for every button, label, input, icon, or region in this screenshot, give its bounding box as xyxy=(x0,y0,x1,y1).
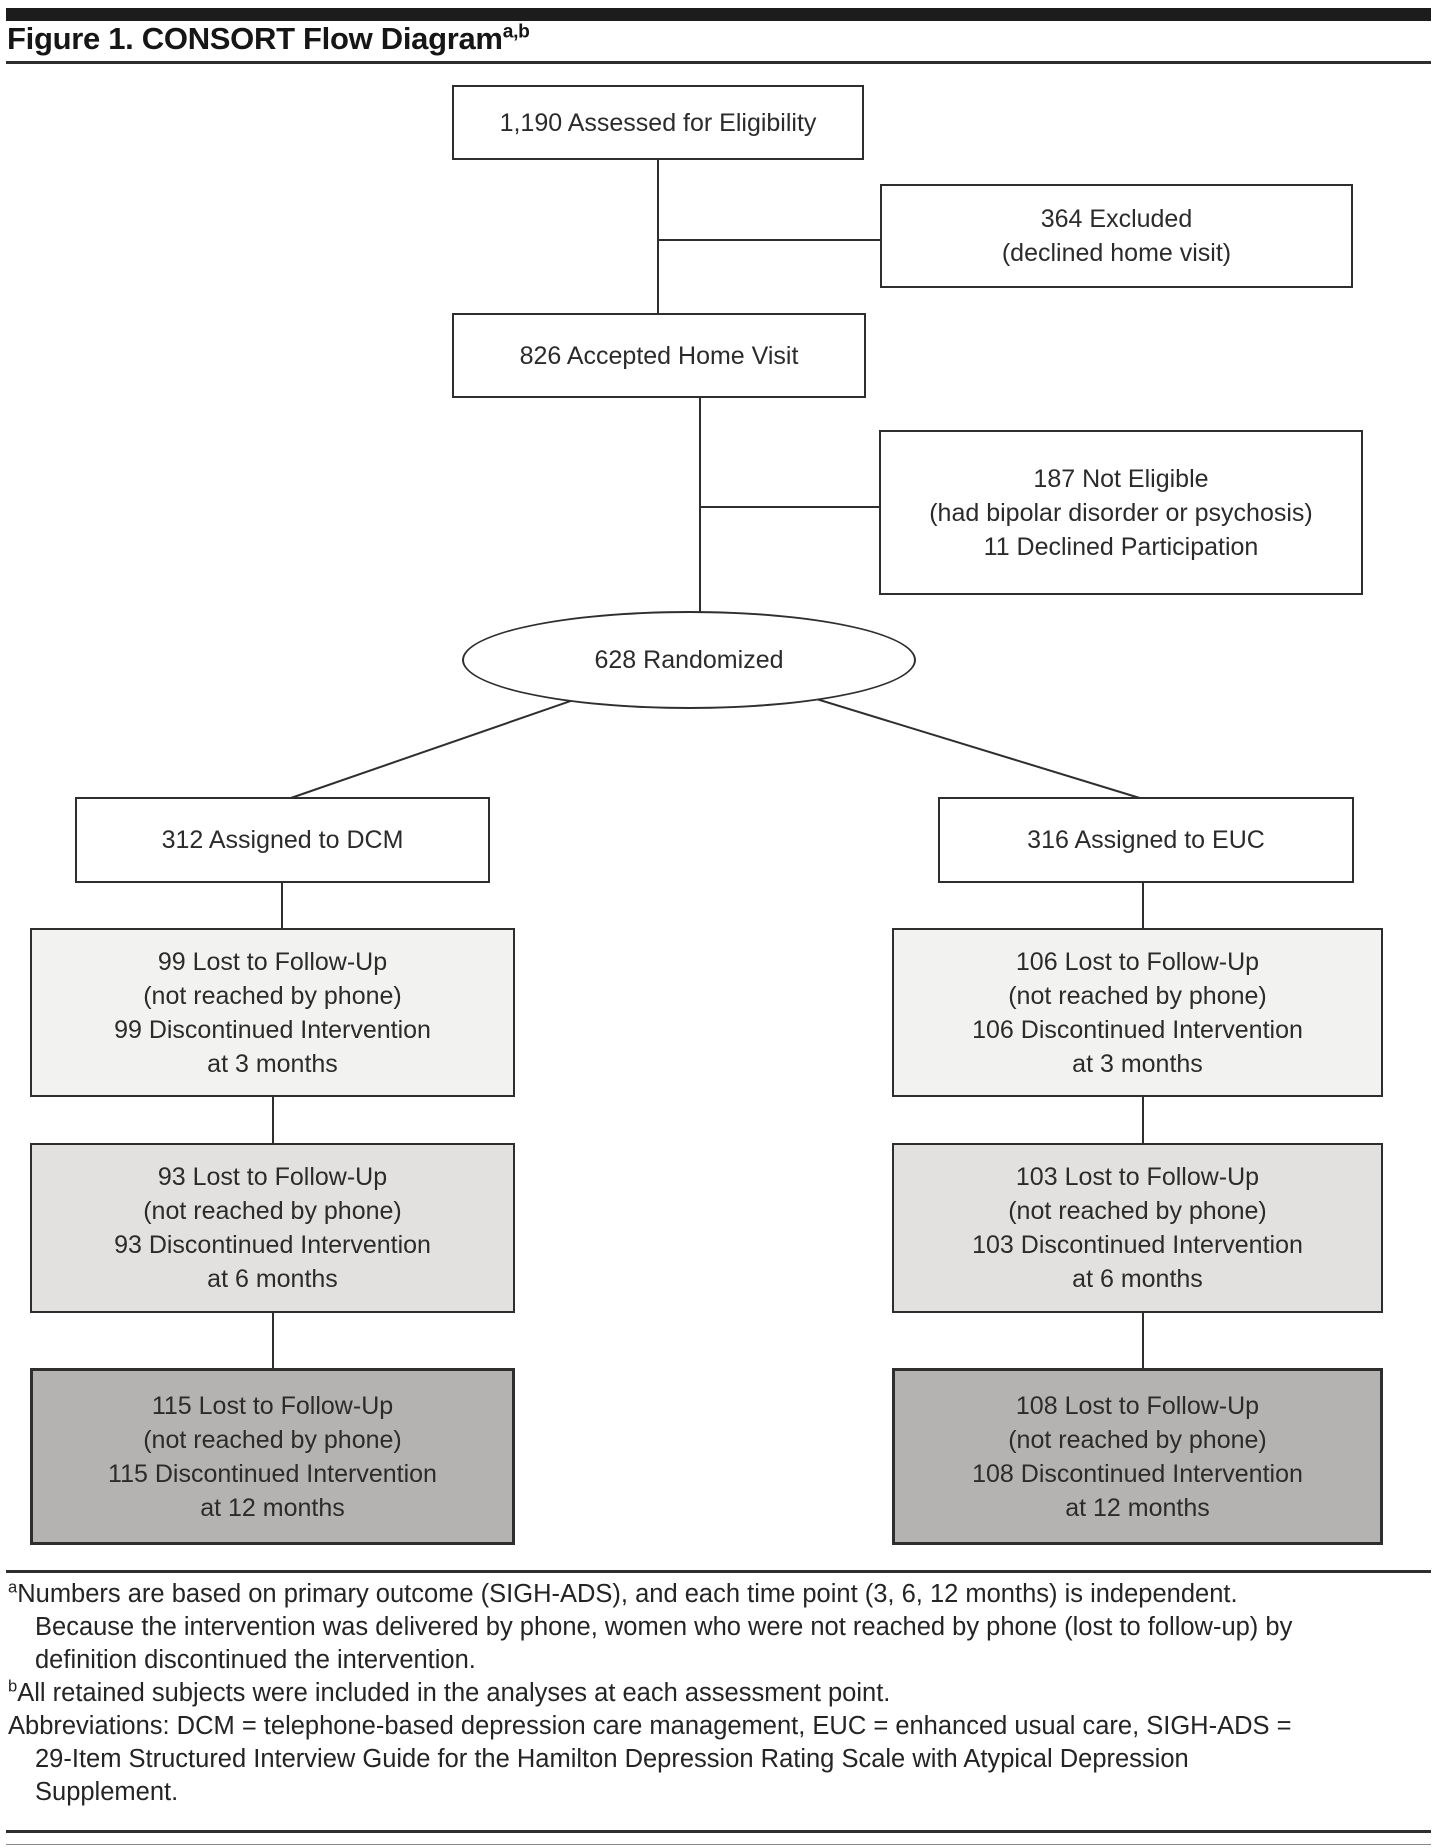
accepted-home-visit-box: 826 Accepted Home Visit xyxy=(452,313,866,398)
randomized-ellipse: 628 Randomized xyxy=(462,611,916,709)
footnote-a: aNumbers are based on primary outcome (S… xyxy=(8,1578,1313,1677)
bottom-thin-rule xyxy=(6,1844,1431,1845)
assessed-eligibility-box: 1,190 Assessed for Eligibility xyxy=(452,85,864,160)
footnote-b-marker: b xyxy=(8,1676,18,1696)
euc-6month-box: 103 Lost to Follow-Up (not reached by ph… xyxy=(892,1143,1383,1313)
dcm-assigned-box: 312 Assigned to DCM xyxy=(75,797,490,883)
footnote-a-marker: a xyxy=(8,1577,18,1597)
footnote-a-text: Numbers are based on primary outcome (SI… xyxy=(17,1580,1293,1674)
assessed-eligibility-text: 1,190 Assessed for Eligibility xyxy=(499,108,817,137)
euc-3month-box: 106 Lost to Follow-Up (not reached by ph… xyxy=(892,928,1383,1097)
excluded-text: 364 Excluded (declined home visit) xyxy=(1001,205,1232,267)
not-eligible-text: 187 Not Eligible (had bipolar disorder o… xyxy=(929,464,1313,561)
footnote-abbreviations: Abbreviations: DCM = telephone-based dep… xyxy=(8,1710,1313,1809)
euc-6month-text: 103 Lost to Follow-Up (not reached by ph… xyxy=(972,1163,1303,1293)
euc-assigned-text: 316 Assigned to EUC xyxy=(1027,826,1265,854)
dcm-12month-box: 115 Lost to Follow-Up (not reached by ph… xyxy=(30,1368,515,1545)
accepted-home-visit-text: 826 Accepted Home Visit xyxy=(519,341,799,370)
dcm-3month-text: 99 Lost to Follow-Up (not reached by pho… xyxy=(114,947,431,1078)
dcm-3month-box: 99 Lost to Follow-Up (not reached by pho… xyxy=(30,928,515,1097)
figure-title-text: Figure 1. CONSORT Flow Diagram xyxy=(7,21,503,56)
bottom-rule xyxy=(6,1830,1431,1833)
euc-12month-box: 108 Lost to Follow-Up (not reached by ph… xyxy=(892,1368,1383,1545)
dcm-6month-text: 93 Lost to Follow-Up (not reached by pho… xyxy=(114,1163,431,1293)
title-underline xyxy=(6,61,1431,64)
footnotes-section: aNumbers are based on primary outcome (S… xyxy=(8,1578,1313,1809)
euc-assigned-box: 316 Assigned to EUC xyxy=(938,797,1354,883)
footnote-b: bAll retained subjects were included in … xyxy=(8,1677,1313,1710)
figure-title: Figure 1. CONSORT Flow Diagrama,b xyxy=(7,21,530,57)
footnote-top-rule xyxy=(6,1570,1431,1573)
excluded-box: 364 Excluded (declined home visit) xyxy=(880,184,1353,288)
dcm-6month-box: 93 Lost to Follow-Up (not reached by pho… xyxy=(30,1143,515,1313)
dcm-assigned-text: 312 Assigned to DCM xyxy=(161,826,404,854)
dcm-12month-text: 115 Lost to Follow-Up (not reached by ph… xyxy=(108,1391,437,1522)
euc-3month-text: 106 Lost to Follow-Up (not reached by ph… xyxy=(972,947,1303,1078)
top-rule-bar xyxy=(6,8,1431,21)
footnote-b-text: All retained subjects were included in t… xyxy=(17,1679,891,1707)
figure-title-superscript: a,b xyxy=(502,21,530,43)
randomized-text: 628 Randomized xyxy=(594,646,784,674)
footnote-abbreviations-text: Abbreviations: DCM = telephone-based dep… xyxy=(8,1712,1292,1806)
euc-12month-text: 108 Lost to Follow-Up (not reached by ph… xyxy=(972,1391,1303,1522)
not-eligible-box: 187 Not Eligible (had bipolar disorder o… xyxy=(879,430,1363,595)
